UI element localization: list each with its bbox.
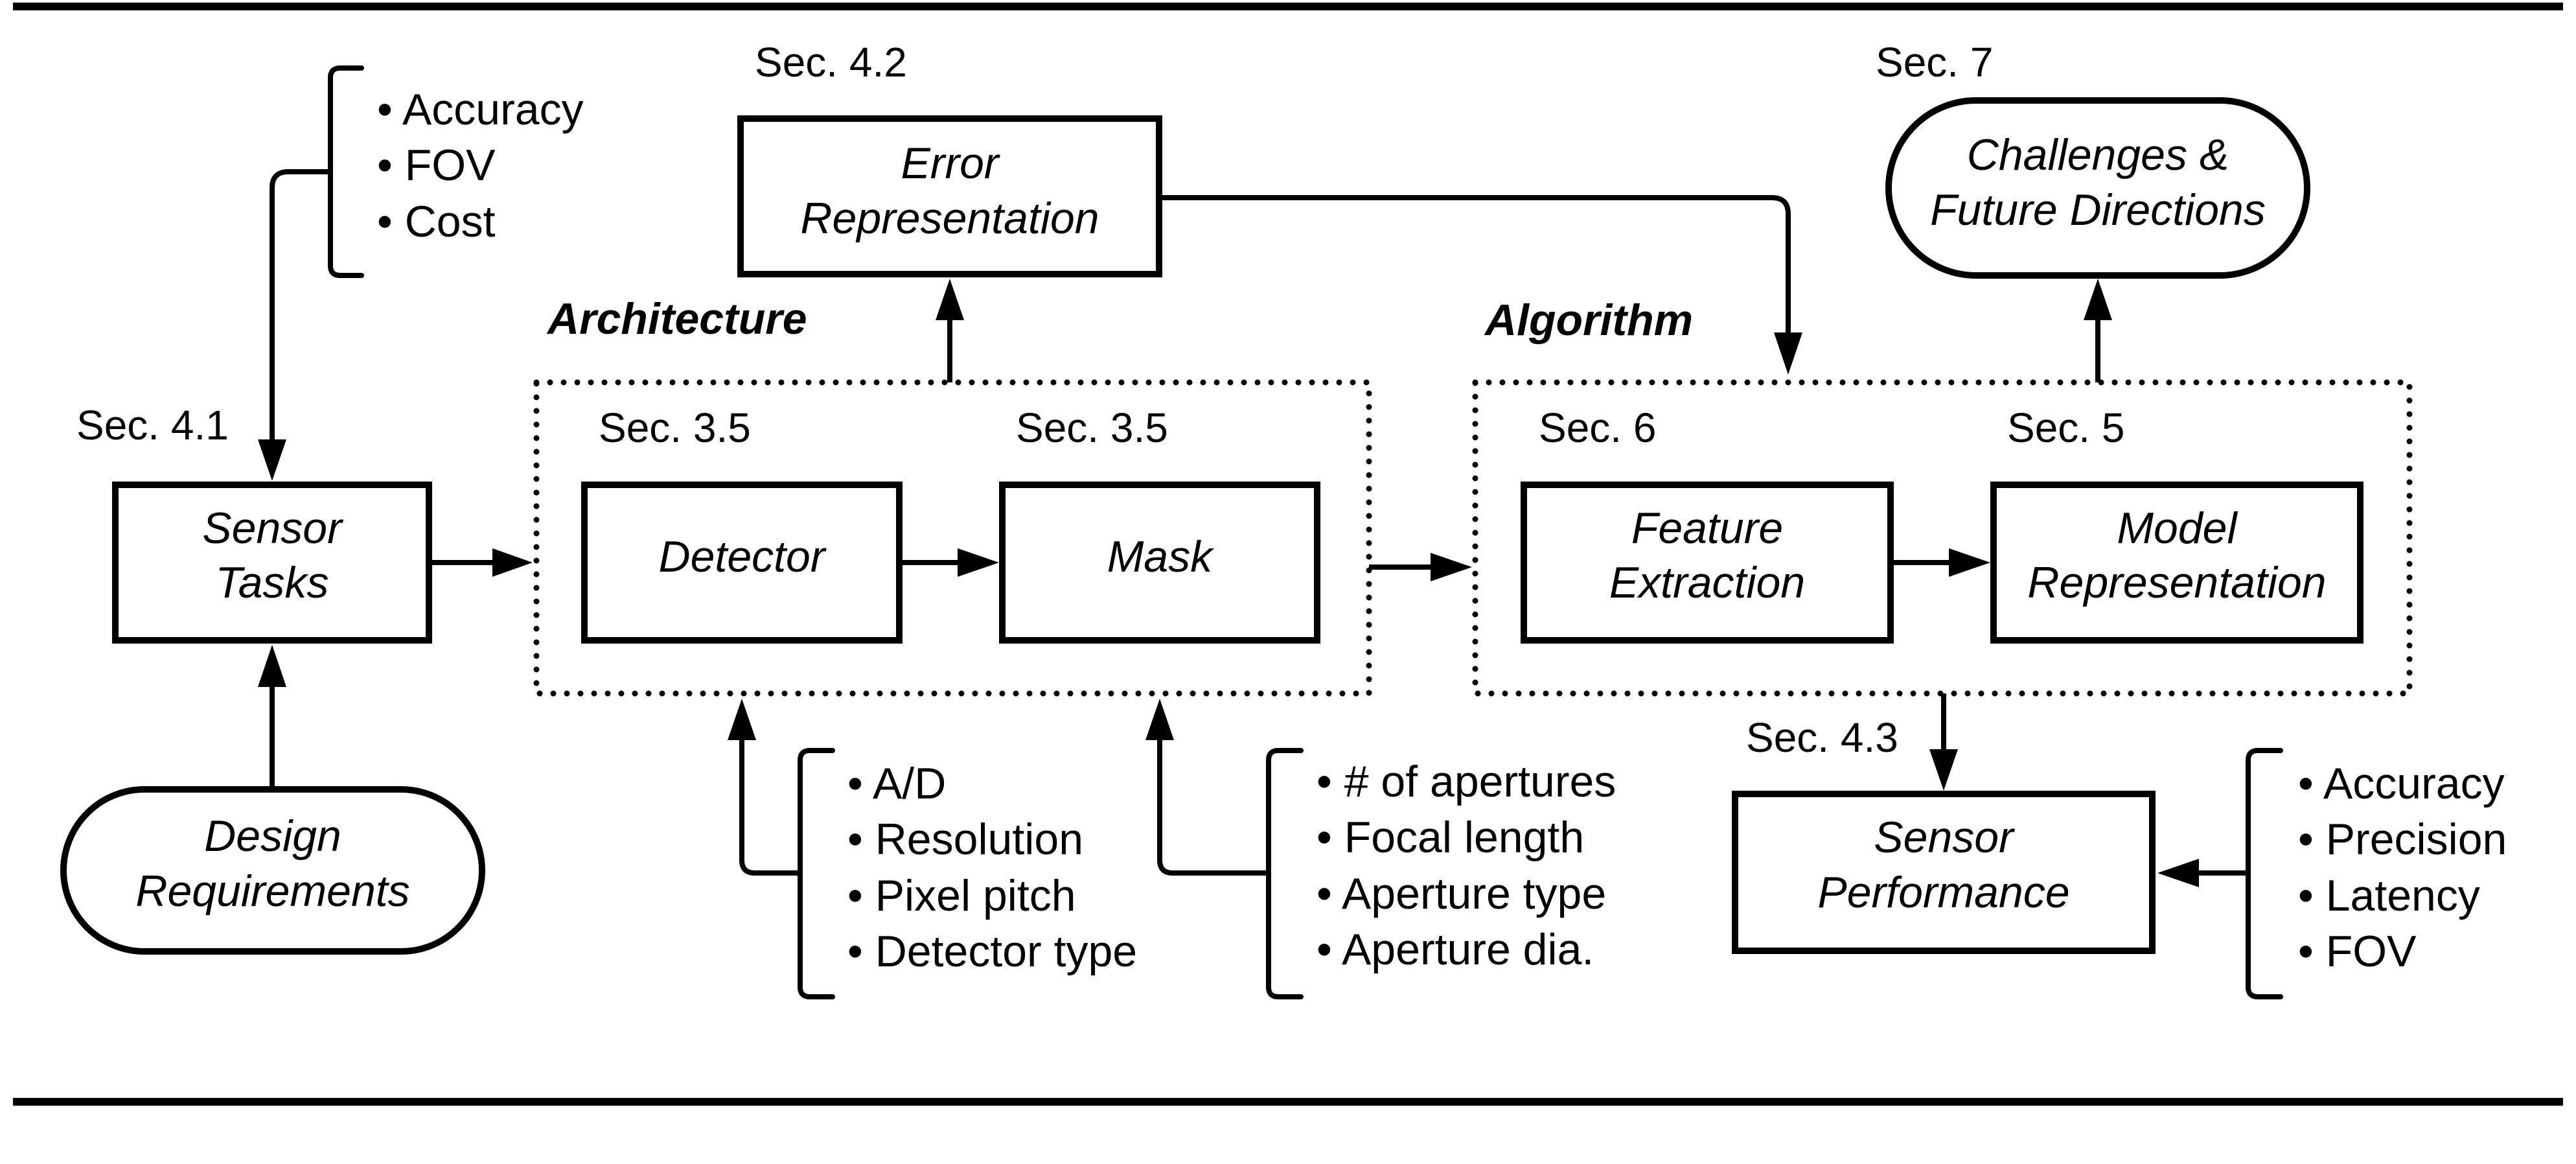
sensor-performance-section-label: Sec. 4.3 bbox=[1746, 714, 1898, 761]
factor-item: • Cost bbox=[377, 197, 496, 246]
mask-param-item: • Aperture type bbox=[1317, 869, 1606, 918]
error-representation-section-label: Sec. 4.2 bbox=[755, 39, 907, 86]
error-representation-label-line2: Representation bbox=[800, 194, 1099, 243]
factor-item: • Accuracy bbox=[377, 85, 584, 134]
model-representation-label-line1: Model bbox=[2117, 504, 2238, 553]
feature-extraction-section-label: Sec. 6 bbox=[1539, 404, 1656, 451]
design-requirements-label-line1: Design bbox=[204, 811, 341, 861]
feature-extraction-label-line1: Feature bbox=[1631, 504, 1783, 553]
factors-bracket bbox=[328, 65, 364, 278]
arrow-into-sensor-tasks-bottom bbox=[258, 645, 286, 687]
sensor-performance-label-line2: Performance bbox=[1817, 868, 2069, 917]
architecture-label: Architecture bbox=[546, 294, 807, 343]
mask-params-connector bbox=[1157, 739, 1269, 876]
mask-param-item: • Focal length bbox=[1317, 813, 1584, 862]
metric-item: • Precision bbox=[2298, 815, 2507, 864]
mask-param-item: • # of apertures bbox=[1317, 757, 1616, 806]
mask-box bbox=[999, 482, 1320, 644]
model-representation-section-label: Sec. 5 bbox=[2007, 404, 2124, 451]
factors-connector bbox=[270, 169, 330, 441]
arrow-into-architecture bbox=[492, 548, 533, 577]
metrics-bracket bbox=[2246, 748, 2283, 999]
model-representation-label-line2: Representation bbox=[2027, 558, 2326, 607]
mask-section-label: Sec. 3.5 bbox=[1016, 404, 1168, 451]
arrow-into-algorithm-left bbox=[1431, 553, 1472, 581]
detector-params-connector bbox=[739, 739, 800, 876]
challenges-section-label: Sec. 7 bbox=[1876, 39, 1993, 86]
feature-extraction-label-line2: Extraction bbox=[1609, 558, 1805, 607]
arrow-into-sensor-performance-top bbox=[1929, 749, 1958, 791]
arrow-into-architecture-from-mask-params bbox=[1145, 699, 1174, 740]
detector-label: Detector bbox=[659, 532, 827, 581]
arrow-into-error-representation bbox=[936, 279, 964, 320]
detector-params-bracket bbox=[798, 748, 835, 999]
detector-param-item: • Detector type bbox=[847, 927, 1137, 976]
factor-item: • FOV bbox=[377, 141, 496, 190]
mask-label: Mask bbox=[1107, 532, 1214, 581]
arrow-into-sensor-performance-right bbox=[2157, 859, 2199, 887]
sensor-performance-box bbox=[1732, 791, 2156, 954]
arrow-into-architecture-from-detector-params bbox=[728, 699, 756, 740]
mask-params-bracket bbox=[1266, 748, 1304, 999]
arrow-into-model-representation bbox=[1949, 548, 1990, 577]
model-representation-box bbox=[1990, 482, 2363, 644]
challenges-label-line2: Future Directions bbox=[1930, 185, 2266, 235]
detector-param-item: • Resolution bbox=[847, 815, 1083, 864]
algorithm-label: Algorithm bbox=[1484, 296, 1693, 345]
arrow-into-challenges bbox=[2084, 279, 2112, 320]
arrow-into-mask bbox=[958, 548, 999, 577]
sensor-tasks-section-label: Sec. 4.1 bbox=[76, 402, 229, 448]
design-requirements-label-line2: Requirements bbox=[135, 867, 409, 916]
error-representation-label-line1: Error bbox=[901, 139, 1000, 188]
metric-item: • Latency bbox=[2298, 871, 2480, 920]
detector-section-label: Sec. 3.5 bbox=[599, 404, 751, 451]
sensor-performance-label-line1: Sensor bbox=[1874, 813, 2015, 862]
detector-param-item: • A/D bbox=[847, 759, 946, 808]
arrow-into-sensor-tasks-top bbox=[258, 439, 286, 481]
metric-item: • Accuracy bbox=[2298, 759, 2505, 808]
metric-item: • FOV bbox=[2298, 927, 2417, 976]
sensor-tasks-label-line2: Tasks bbox=[215, 558, 328, 607]
challenges-terminal bbox=[1885, 97, 2310, 279]
sensor-tasks-label-line1: Sensor bbox=[202, 504, 343, 553]
error-to-algorithm-connector bbox=[1159, 195, 1791, 334]
detector-param-item: • Pixel pitch bbox=[847, 871, 1076, 920]
mask-param-item: • Aperture dia. bbox=[1317, 925, 1594, 974]
challenges-label-line1: Challenges & bbox=[1967, 130, 2229, 180]
arrow-into-algorithm-top bbox=[1774, 332, 1802, 375]
